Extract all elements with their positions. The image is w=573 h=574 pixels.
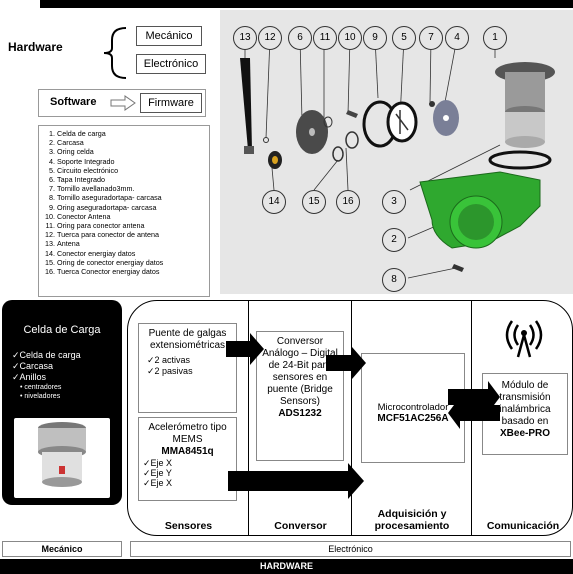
parts-legend-item: Oring celda — [57, 147, 205, 156]
bottom-mechanical: Mecánico — [2, 541, 122, 557]
load-cell-image — [14, 418, 110, 498]
radio-title: Módulo de transmisión inalámbrica basado… — [499, 380, 551, 427]
part-number-callout: 3 — [382, 190, 406, 214]
accelerometer-axis: ✓Eje Y — [143, 468, 172, 478]
hardware-label: Hardware — [8, 40, 63, 54]
accelerometer-title: Acelerómetro tipo MEMS — [148, 422, 227, 445]
part-number-callout: 5 — [392, 26, 416, 50]
parts-legend-item: Tornillo aseguradortapa- carcasa — [57, 193, 205, 202]
load-cell-subitem: • niveladores — [20, 393, 61, 400]
parts-legend: Celda de cargaCarcasaOring celdaSoporte … — [38, 125, 210, 297]
part-number-callout: 11 — [313, 26, 337, 50]
bottom-category-row: Mecánico Electrónico — [0, 541, 573, 557]
system-diagram-panel: Puente de galgas extensiométricas ✓2 act… — [127, 300, 573, 536]
load-cell-item: ✓Celda de carga — [12, 350, 81, 360]
column-label-communication: Comunicación — [486, 520, 560, 532]
column-label-converter: Conversor — [274, 520, 327, 532]
wireless-antenna-icon — [505, 320, 543, 358]
arrow-radio-to-mcu — [448, 397, 500, 429]
part-number-callout: 6 — [288, 26, 312, 50]
load-cell-illustration — [38, 422, 86, 487]
column-sensors — [128, 301, 249, 535]
load-cell-subitem: • centradores — [20, 384, 62, 391]
mcu-model: MCF51AC256A — [377, 413, 449, 424]
load-cell-item: ✓Anillos — [12, 372, 47, 382]
parts-legend-item: Tornillo avellanado3mm. — [57, 184, 205, 193]
parts-legend-item: Conector Antena — [57, 212, 205, 221]
top-strip — [40, 0, 573, 8]
part-number-callout: 4 — [445, 26, 469, 50]
accelerometer-axis: ✓Eje X — [143, 478, 173, 488]
brace-icon — [103, 27, 127, 79]
parts-legend-item: Celda de carga — [57, 129, 205, 138]
part-number-callout: 13 — [233, 26, 257, 50]
part-number-callout: 7 — [419, 26, 443, 50]
parts-legend-item: Carcasa — [57, 138, 205, 147]
arrow-converter-to-mcu — [326, 347, 366, 379]
part-number-callout: 9 — [363, 26, 387, 50]
converter-title: Conversor Análogo – Digital de 24-Bit pa… — [262, 336, 338, 407]
parts-legend-item: Oring aseguradortapa- carcasa — [57, 203, 205, 212]
mechanical-box: Mecánico — [136, 26, 202, 46]
parts-legend-item: Oring para conector antena — [57, 221, 205, 230]
parts-legend-item: Conector energiay datos — [57, 249, 205, 258]
converter-model: ADS1232 — [278, 408, 322, 419]
part-number-callout: 10 — [338, 26, 362, 50]
load-cell-title: Celda de Carga — [23, 324, 101, 336]
bridge-title: Puente de galgas extensiométricas — [148, 328, 227, 351]
part-number-callout: 2 — [382, 228, 406, 252]
bottom-hardware-bar: HARDWARE — [0, 559, 573, 574]
column-label-sensors: Sensores — [164, 520, 213, 532]
parts-legend-item: Tuerca Conector energiay datos — [57, 267, 205, 276]
bridge-item: ✓2 activas — [147, 355, 191, 365]
column-converter — [249, 301, 352, 535]
accelerometer-model: MMA8451q — [161, 446, 214, 457]
part-number-callout: 12 — [258, 26, 282, 50]
accelerometer-axis: ✓Eje X — [143, 458, 173, 468]
arrow-accel-to-mcu — [228, 463, 364, 499]
part-number-callout: 8 — [382, 268, 406, 292]
accelerometer-block: Acelerómetro tipo MEMS MMA8451q ✓Eje X ✓… — [138, 417, 237, 501]
parts-legend-list: Celda de cargaCarcasaOring celdaSoporte … — [43, 129, 205, 276]
parts-legend-item: Circuito electrónico — [57, 166, 205, 175]
part-number-callout: 1 — [483, 26, 507, 50]
parts-legend-item: Soporte Integrado — [57, 157, 205, 166]
parts-legend-item: Antena — [57, 239, 205, 248]
parts-legend-item: Tapa Integrado — [57, 175, 205, 184]
part-number-callout: 16 — [336, 190, 360, 214]
bridge-block: Puente de galgas extensiométricas ✓2 act… — [138, 323, 237, 413]
bridge-item: ✓2 pasivas — [147, 366, 193, 376]
load-cell-item: ✓Carcasa — [12, 361, 54, 371]
flow-arrows — [226, 333, 500, 499]
mcu-title: Microcontrolador — [377, 402, 449, 413]
converter-block: Conversor Análogo – Digital de 24-Bit pa… — [256, 331, 344, 461]
part-number-callout: 14 — [262, 190, 286, 214]
parts-legend-item: Tuerca para conector de antena — [57, 230, 205, 239]
electronic-box: Electrónico — [136, 54, 206, 74]
parts-legend-item: Oring de conector energiay datos — [57, 258, 205, 267]
bottom-electronic: Electrónico — [130, 541, 571, 557]
firmware-box: Firmware — [140, 93, 202, 113]
exploded-drawing — [240, 37, 555, 279]
arrow-right-outline-icon — [110, 95, 136, 111]
load-cell-panel: Celda de Carga ✓Celda de carga ✓Carcasa … — [2, 300, 122, 505]
part-number-callout: 15 — [302, 190, 326, 214]
arrow-bridge-to-converter — [226, 333, 264, 365]
software-label: Software — [50, 96, 97, 108]
radio-model: XBee-PRO — [499, 428, 550, 439]
load-cell-list: ✓Celda de carga ✓Carcasa ✓Anillos • cent… — [12, 350, 81, 401]
column-label-acquisition: Adquisición y procesamiento — [374, 508, 450, 532]
